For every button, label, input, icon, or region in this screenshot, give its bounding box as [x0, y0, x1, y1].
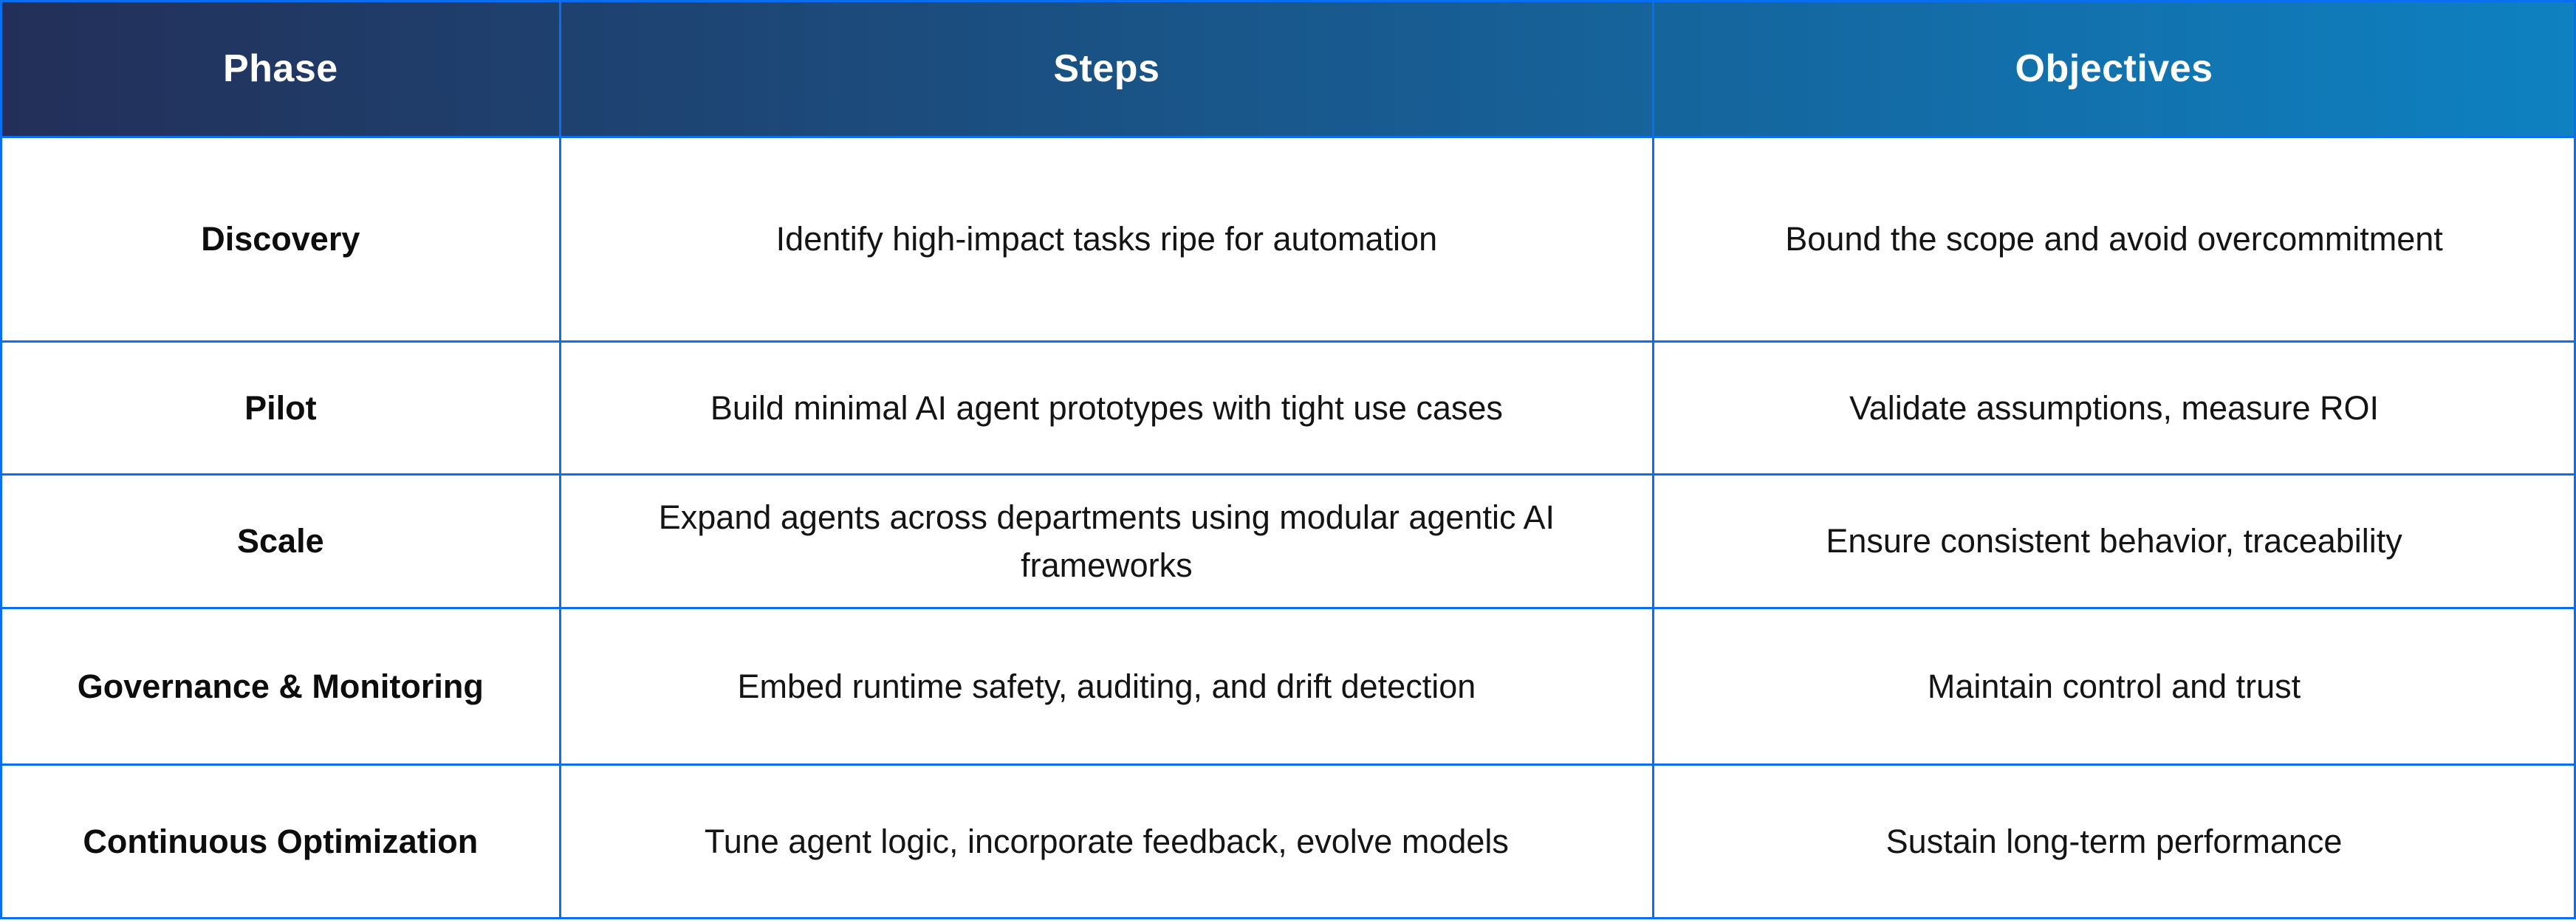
- table-row-discovery: Discovery Identify high-impact tasks rip…: [2, 138, 2574, 343]
- cell-phase-continuous-optimization: Continuous Optimization: [2, 766, 561, 917]
- cell-steps-continuous-optimization: Tune agent logic, incorporate feedback, …: [561, 766, 1655, 917]
- table-header-row: Phase Steps Objectives: [2, 2, 2574, 138]
- cell-objectives-governance-monitoring: Maintain control and trust: [1927, 667, 2301, 705]
- cell-steps-scale: Expand agents across departments using m…: [561, 476, 1655, 607]
- column-header-objectives: Objectives: [2015, 47, 2213, 90]
- cell-phase-pilot: Pilot: [2, 343, 561, 473]
- cell-steps-discovery: Identify high-impact tasks ripe for auto…: [561, 138, 1655, 340]
- cell-phase-scale: Scale: [2, 476, 561, 607]
- column-header-steps: Steps: [561, 2, 1655, 136]
- cell-objectives-pilot: Validate assumptions, measure ROI: [1849, 388, 2380, 427]
- cell-objectives-continuous-optimization: Sustain long-term performance: [1885, 822, 2343, 860]
- table-row-continuous-optimization: Continuous Optimization Tune agent logic…: [2, 766, 2574, 917]
- cell-objectives-discovery: Bound the scope and avoid overcommitment: [1785, 220, 2443, 258]
- table-row-pilot: Pilot Build minimal AI agent prototypes …: [2, 343, 2574, 476]
- cell-phase-governance-monitoring: Governance & Monitoring: [2, 609, 561, 764]
- table-row-scale: Scale Expand agents across departments u…: [2, 476, 2574, 609]
- column-header-phase: Phase: [2, 2, 561, 136]
- table-row-governance-monitoring: Governance & Monitoring Embed runtime sa…: [2, 609, 2574, 766]
- cell-phase-discovery: Discovery: [2, 138, 561, 340]
- cell-objectives-scale: Ensure consistent behavior, traceability: [1826, 522, 2402, 560]
- cell-steps-pilot: Build minimal AI agent prototypes with t…: [561, 343, 1655, 473]
- cell-steps-governance-monitoring: Embed runtime safety, auditing, and drif…: [561, 609, 1655, 764]
